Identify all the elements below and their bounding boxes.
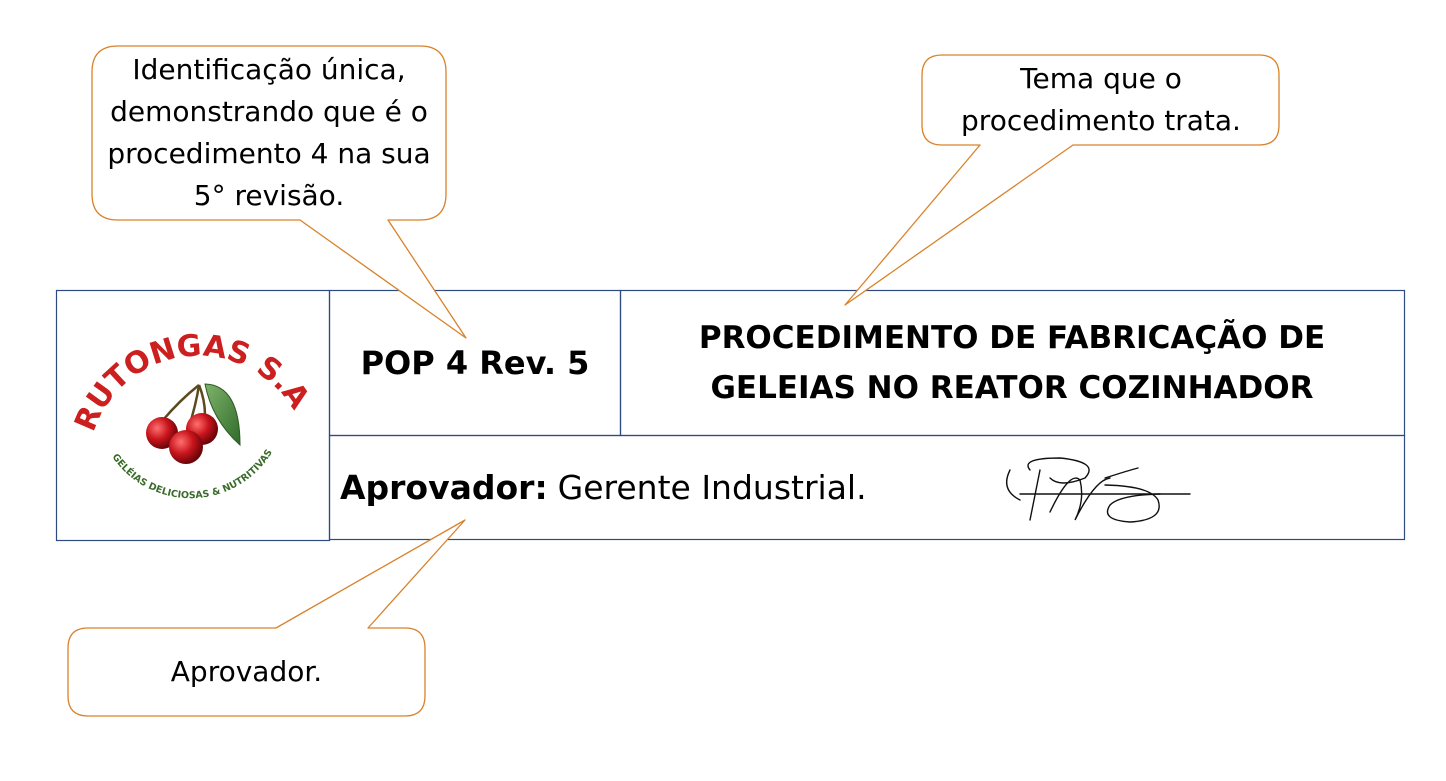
cherry-illustration xyxy=(146,383,241,464)
callout-approver-text: Aprovador. xyxy=(170,655,323,688)
approver-cell-border xyxy=(328,434,1406,541)
approver-signature xyxy=(1006,457,1191,523)
callout-approver-bubble xyxy=(67,519,466,717)
callout-identification-bubble xyxy=(91,45,467,339)
approver-label: Aprovador: xyxy=(340,468,548,507)
callout-identification-text: Identificação única, demonstrando que é … xyxy=(107,53,431,212)
approver-row: Aprovador: Gerente Industrial. xyxy=(340,436,980,539)
procedure-code: POP 4 Rev. 5 xyxy=(360,344,590,382)
header-table-borders xyxy=(55,289,1406,542)
approver-value: Gerente Industrial. xyxy=(557,468,867,507)
procedure-title: PROCEDIMENTO DE FABRICAÇÃO DE GELEIAS NO… xyxy=(698,320,1326,406)
callout-theme-bubble xyxy=(844,54,1280,306)
callout-theme-text: Tema que o procedimento trata. xyxy=(961,62,1241,137)
